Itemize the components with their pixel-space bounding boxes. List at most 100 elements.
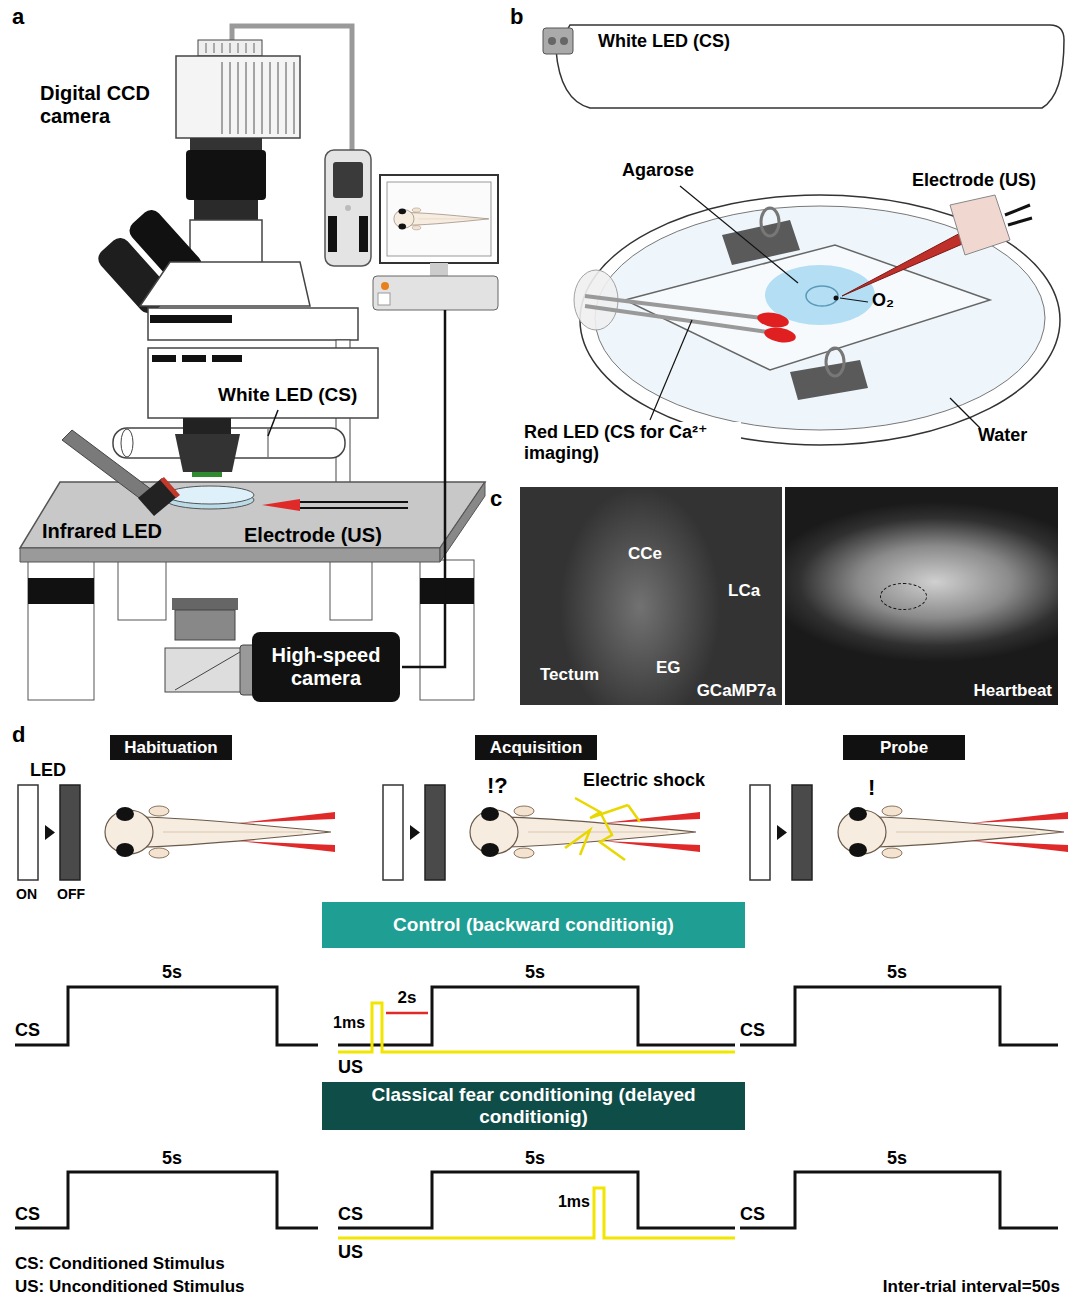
setup-illustration (556, 25, 1064, 108)
label-text: a (12, 4, 24, 29)
microscope-illustration (140, 262, 310, 306)
microscope-illustration (190, 220, 262, 264)
setup-illustration (560, 37, 568, 45)
microscope-illustration (394, 208, 489, 230)
setup-illustration (763, 325, 797, 344)
setup-illustration (840, 298, 868, 302)
microscope-illustration (152, 355, 176, 362)
microscope-illustration (118, 560, 166, 620)
node-text: Classical fear conditioning (delayed con… (364, 1084, 704, 1128)
stimulus-traces (15, 1172, 318, 1228)
microscope-illustration (192, 472, 222, 477)
label-text: O₂ (872, 290, 894, 311)
label-text: 5s (162, 962, 182, 983)
microscope-illustration (20, 548, 440, 562)
label-text: CS (338, 1204, 363, 1225)
label-text: Digital CCD camera (40, 82, 180, 128)
microscope-illustration (28, 560, 94, 700)
microscope-illustration (172, 598, 238, 610)
microscope-illustration (373, 276, 498, 310)
label-text: US (338, 1057, 363, 1078)
setup-illustration (826, 348, 844, 376)
microscope-illustration (381, 282, 389, 290)
setup-illustration (548, 37, 556, 45)
phase-box: Probe (843, 735, 965, 760)
microscope-illustration (194, 200, 258, 220)
microscope-illustration (183, 418, 231, 434)
label-text: Infrared LED (40, 520, 164, 543)
node-text: GCaMP7a (697, 681, 776, 701)
microscope-illustration (138, 478, 178, 516)
label-text: 5s (525, 1148, 545, 1169)
condition-band: Classical fear conditioning (delayed con… (322, 1082, 745, 1130)
label-text: CS (740, 1204, 765, 1225)
setup-illustration (543, 28, 573, 54)
label-text: Red LED (CS for Ca²⁺ imaging) (522, 422, 741, 463)
microscope-illustration (325, 150, 371, 266)
microscope-illustration (262, 499, 300, 511)
microscope-illustration (28, 578, 94, 604)
label-text: 5s (162, 1148, 182, 1169)
microscope-illustration (222, 62, 294, 134)
microscope-illustration (190, 138, 262, 150)
stimulus-traces (15, 987, 318, 1045)
label-text: 5s (887, 1148, 907, 1169)
label-text: c (490, 486, 502, 511)
label-text: 1ms (333, 1014, 365, 1032)
protocol-illustration (238, 812, 335, 852)
label-text: Electrode (US) (242, 524, 384, 547)
microscope-illustration (182, 355, 206, 362)
stimulus-traces (740, 1172, 1058, 1228)
microscope-illustration (420, 560, 474, 700)
setup-illustration (680, 186, 798, 283)
setup-illustration (1005, 205, 1032, 225)
setup-illustration (761, 208, 779, 236)
label-text: ! (868, 775, 875, 800)
label-text: Agarose (622, 160, 694, 181)
label-text: OFF (57, 886, 85, 902)
label-text: ON (16, 886, 37, 902)
microscope-illustration (160, 477, 180, 498)
label-text: White LED (CS) (598, 31, 730, 52)
image-panel: Heartbeat (785, 487, 1058, 705)
microscope-illustration (198, 40, 262, 56)
stimulus-traces (338, 1003, 735, 1052)
protocol-illustration (383, 785, 445, 880)
stimulus-traces (386, 1012, 428, 1015)
label-text: White LED (CS) (218, 384, 357, 406)
microscope-illustration (20, 482, 485, 548)
microscope-illustration (378, 293, 390, 305)
stimulus-traces (338, 1172, 735, 1228)
label-text: Electrode (US) (912, 170, 1036, 191)
node-text: High-speed camera (261, 644, 391, 690)
microscope-illustration (298, 501, 408, 503)
label-text: 5s (525, 962, 545, 983)
node-text: EG (656, 658, 681, 678)
protocol-illustration (603, 812, 700, 852)
label-text: 1ms (558, 1193, 590, 1211)
condition-band: Control (backward conditionig) (322, 902, 745, 948)
setup-illustration (950, 398, 980, 428)
microscope-illustration (150, 315, 232, 323)
setup-illustration (585, 306, 768, 332)
protocol-illustration (18, 785, 80, 880)
node-text: CCe (628, 544, 662, 564)
image-panel: CCeLCaTectumEGGCaMP7a (520, 487, 782, 705)
label-text: LED (30, 760, 66, 781)
microscope-illustration (20, 26, 498, 700)
node-text: Control (backward conditionig) (393, 914, 674, 936)
phase-box: Acquisition (475, 735, 597, 760)
node-text: Habituation (124, 738, 218, 758)
label-text: US: Unconditioned Stimulus (15, 1277, 245, 1297)
label-text: Water (978, 425, 1027, 446)
label-text: b (510, 4, 523, 29)
microscope-illustration (420, 578, 474, 604)
microscope-illustration (206, 43, 254, 53)
heartbeat-region (880, 583, 927, 610)
microscope-illustration (402, 310, 445, 667)
stimulus-traces (338, 1188, 735, 1238)
node-text: Acquisition (490, 738, 583, 758)
microscope-illustration (148, 308, 358, 340)
setup-illustration (950, 195, 1010, 255)
